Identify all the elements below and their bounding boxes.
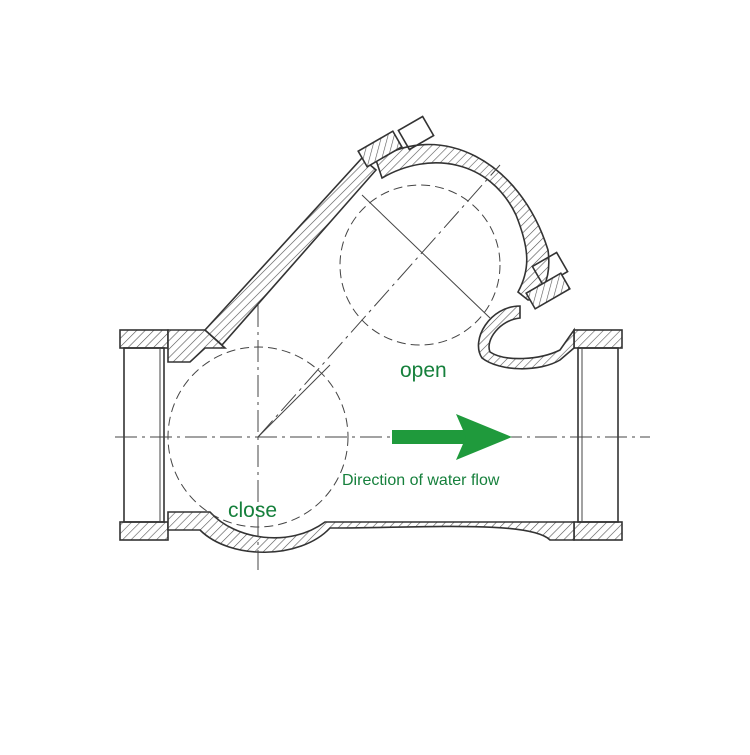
valve-seat-wall xyxy=(477,305,575,370)
disc-open-position xyxy=(339,184,501,346)
bonnet-diagonal-centerline xyxy=(257,164,501,438)
label-open: open xyxy=(400,359,447,382)
flow-direction-arrow xyxy=(392,414,512,460)
bonnet-cap xyxy=(375,143,550,301)
label-close: close xyxy=(228,499,277,522)
swing-arm-open xyxy=(361,194,491,319)
lower-body-wall xyxy=(167,511,575,553)
bonnet-bolt-side xyxy=(525,251,571,310)
label-flow-direction: Direction of water flow xyxy=(342,472,500,489)
bonnet-slanted-wall xyxy=(203,156,378,347)
bonnet-bolt-top xyxy=(357,115,435,168)
swing-arm-close xyxy=(257,364,331,438)
right-end-connector xyxy=(573,329,623,541)
left-end-connector xyxy=(119,329,169,541)
disc-closed-position xyxy=(167,346,349,528)
